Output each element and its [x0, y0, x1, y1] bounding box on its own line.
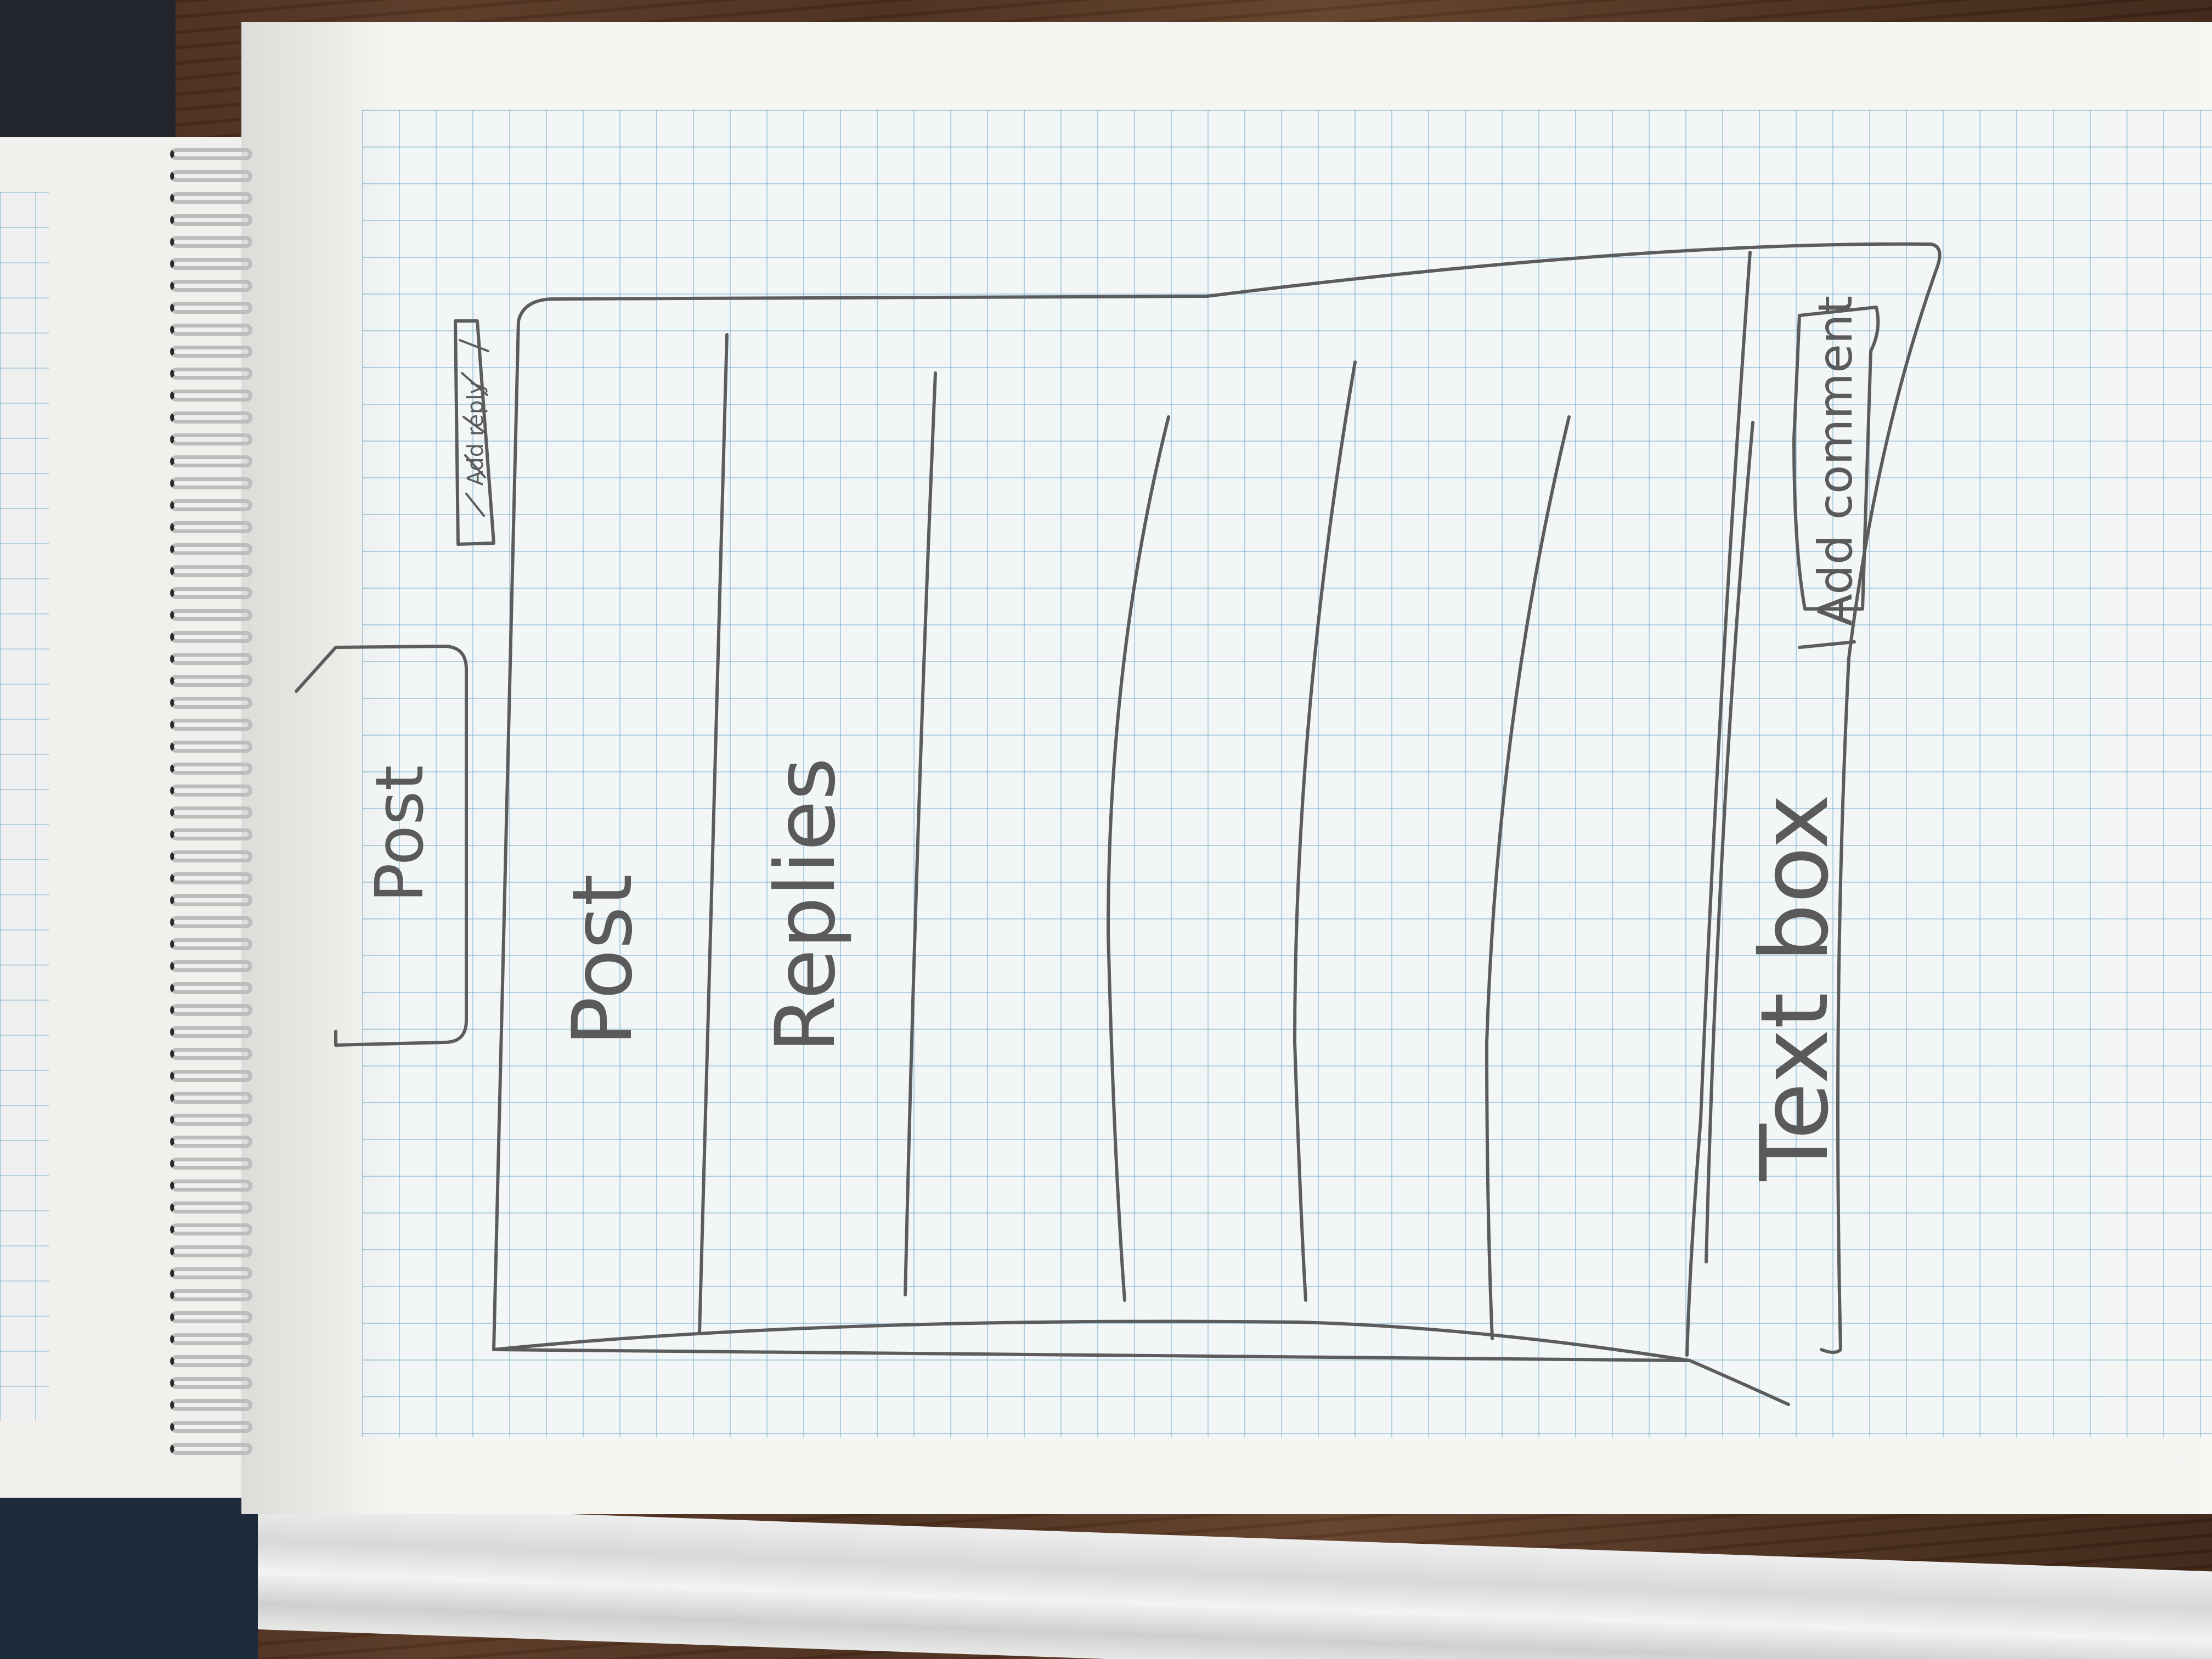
replies-section-label: Replies	[758, 758, 854, 1053]
spiral-coil	[170, 368, 252, 380]
spiral-coil	[170, 1377, 252, 1389]
spiral-coil	[170, 192, 252, 204]
spiral-coil	[170, 1421, 252, 1433]
spiral-coil	[170, 1048, 252, 1060]
spiral-coil	[170, 1443, 252, 1455]
text-box-label: Text box	[1741, 794, 1849, 1181]
small-post-card	[295, 645, 468, 1047]
spiral-coil	[170, 433, 252, 445]
spiral-coil	[170, 214, 252, 226]
graph-paper-grid	[362, 110, 2212, 1437]
spiral-coil	[170, 1267, 252, 1279]
spiral-coil	[170, 1114, 252, 1126]
spiral-coil	[170, 1201, 252, 1214]
spiral-coil	[170, 1399, 252, 1411]
spiral-coil	[170, 236, 252, 248]
small-post-label: Post	[362, 765, 438, 902]
spiral-coil	[170, 148, 252, 160]
spiral-coil	[170, 258, 252, 270]
spiral-coil	[170, 697, 252, 709]
spiral-coil	[170, 960, 252, 972]
left-page-grid	[0, 192, 49, 1421]
spiral-coil	[170, 390, 252, 402]
spiral-coil	[170, 741, 252, 753]
spiral-coil	[170, 938, 252, 950]
text-box-right-edge	[1705, 421, 1754, 1263]
spiral-coil	[170, 1289, 252, 1301]
spiral-coil	[170, 1355, 252, 1367]
spiral-coil	[170, 499, 252, 511]
text-box-bottom-line	[1798, 640, 1856, 649]
spiral-coil	[170, 916, 252, 928]
spiral-coil	[170, 587, 252, 599]
reply-divider-3	[1485, 415, 1571, 1340]
spiral-coil	[170, 828, 252, 840]
spiral-coil	[170, 324, 252, 336]
spiral-coil	[170, 1180, 252, 1192]
spiral-coil	[170, 477, 252, 489]
spiral-coil	[170, 521, 252, 533]
notebook-cover-bottom	[0, 1492, 258, 1659]
post-section-label: Post	[555, 874, 651, 1046]
spiral-coil	[170, 850, 252, 862]
spiral-coil	[170, 785, 252, 797]
text-box-left-edge	[1685, 251, 1752, 1357]
page-shading	[241, 22, 2212, 1514]
spiral-coil	[170, 565, 252, 577]
spiral-coil	[170, 806, 252, 819]
spiral-coil	[170, 1158, 252, 1170]
spiral-binding	[170, 148, 258, 1498]
add-comment-button-outline	[1792, 306, 1880, 611]
spiral-coil	[170, 280, 252, 292]
spiral-coil	[170, 411, 252, 424]
spiral-coil	[170, 302, 252, 314]
spiral-coil	[170, 1311, 252, 1323]
add-reply-button-outline	[454, 319, 495, 546]
main-frame-bottom-edge	[492, 1319, 1790, 1406]
spiral-coil	[170, 872, 252, 884]
spiral-coil	[170, 346, 252, 358]
spiral-coil	[170, 1026, 252, 1038]
add-reply-button-scribble	[459, 339, 489, 517]
spiral-coil	[170, 1070, 252, 1082]
spiral-coil	[170, 543, 252, 555]
add-reply-button-label: Add reply	[463, 381, 488, 486]
replies-section-divider	[904, 371, 937, 1296]
spiral-coil	[170, 1136, 252, 1148]
reply-divider-1	[1107, 415, 1170, 1302]
spiral-coil	[170, 1092, 252, 1104]
spiral-coil	[170, 1333, 252, 1345]
spiral-coil	[170, 982, 252, 994]
graph-paper-page	[241, 22, 2212, 1514]
main-frame	[517, 242, 1942, 1354]
reply-divider-2	[1293, 360, 1357, 1302]
spiral-coil	[170, 609, 252, 621]
spiral-coil	[170, 631, 252, 643]
spiral-coil	[170, 653, 252, 665]
spiral-coil	[170, 170, 252, 182]
spiral-coil	[170, 894, 252, 906]
spiral-coil	[170, 455, 252, 467]
spiral-coil	[170, 719, 252, 731]
spiral-coil	[170, 1245, 252, 1257]
main-frame-left-edge	[492, 319, 1691, 1362]
spiral-coil	[170, 1223, 252, 1235]
spiral-coil	[170, 1004, 252, 1016]
post-section-divider	[698, 333, 729, 1335]
spiral-coil	[170, 763, 252, 775]
add-comment-button-label: Add comment	[1808, 296, 1863, 626]
spiral-coil	[170, 675, 252, 687]
